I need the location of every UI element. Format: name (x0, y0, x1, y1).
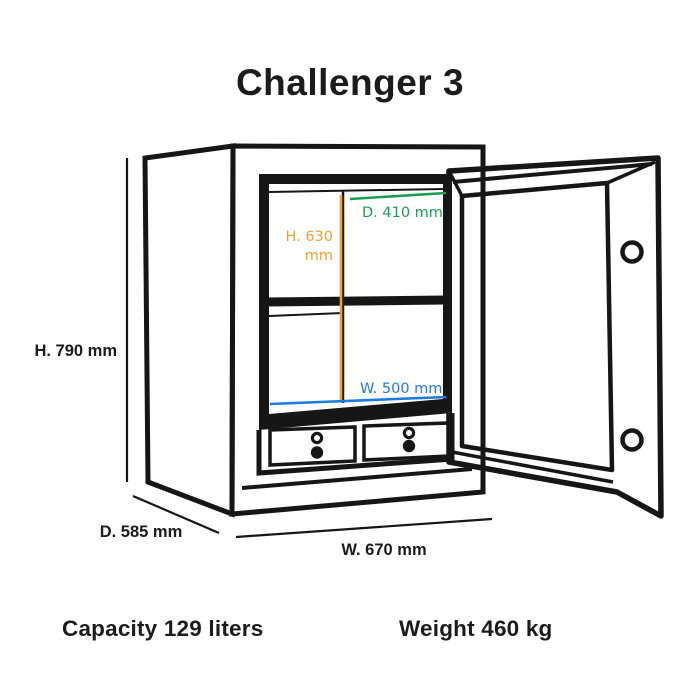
safe-bottom-edge-line (241, 467, 473, 490)
drawer-knob-icon (310, 446, 324, 459)
outer-width-dimension-line (235, 517, 493, 539)
drawer-left (268, 425, 357, 467)
drawer-keyhole-icon (310, 431, 324, 445)
door-panel (459, 180, 615, 473)
safe-door (446, 155, 664, 519)
inner-depth-dimension-line (349, 191, 447, 201)
outer-width-label: W. 670 mm (341, 541, 426, 559)
inner-height-label-unit: mm (305, 248, 333, 264)
inner-dimensions: D. 410 mm H. 630 mm W. 500 mm (269, 191, 448, 406)
door-opening-frame (259, 174, 452, 430)
door-bolt-icon (620, 428, 644, 452)
drawer-keyhole-icon (402, 426, 416, 440)
outer-depth-label: D. 585 mm (100, 523, 183, 541)
inner-height-label: H. 630 (285, 229, 333, 245)
product-title: Challenger 3 (235, 62, 465, 103)
door-corner-bevel-line (447, 170, 464, 197)
safe-body (142, 143, 486, 518)
door-outer (446, 155, 664, 519)
door-bottom-edge-line (451, 450, 614, 484)
outer-depth-dimension-line (132, 494, 220, 535)
safe-interior (265, 188, 446, 403)
shelf-edge-line (268, 312, 344, 317)
inner-width-dimension-line (269, 395, 448, 406)
inner-depth-label: D. 410 mm (362, 205, 443, 221)
door-top-edge-line (452, 162, 653, 184)
drawer-compartment (256, 413, 455, 476)
safe-left-panel (142, 143, 236, 518)
safe-front-face (229, 143, 486, 517)
interior-shelf (265, 295, 446, 307)
door-corner-bevel-line (606, 160, 656, 185)
interior-ceiling-line (268, 188, 444, 193)
outer-dimensions: H. 790 mm D. 585 mm W. 670 mm (34, 158, 493, 559)
door-bolt-icon (620, 240, 644, 264)
outer-height-label: H. 790 mm (34, 342, 117, 360)
inner-width-label: W. 500 mm (360, 381, 442, 397)
capacity-text: Capacity 129 liters (62, 616, 264, 641)
weight-text: Weight 460 kg (399, 616, 553, 641)
drawer-knob-icon (402, 439, 416, 453)
